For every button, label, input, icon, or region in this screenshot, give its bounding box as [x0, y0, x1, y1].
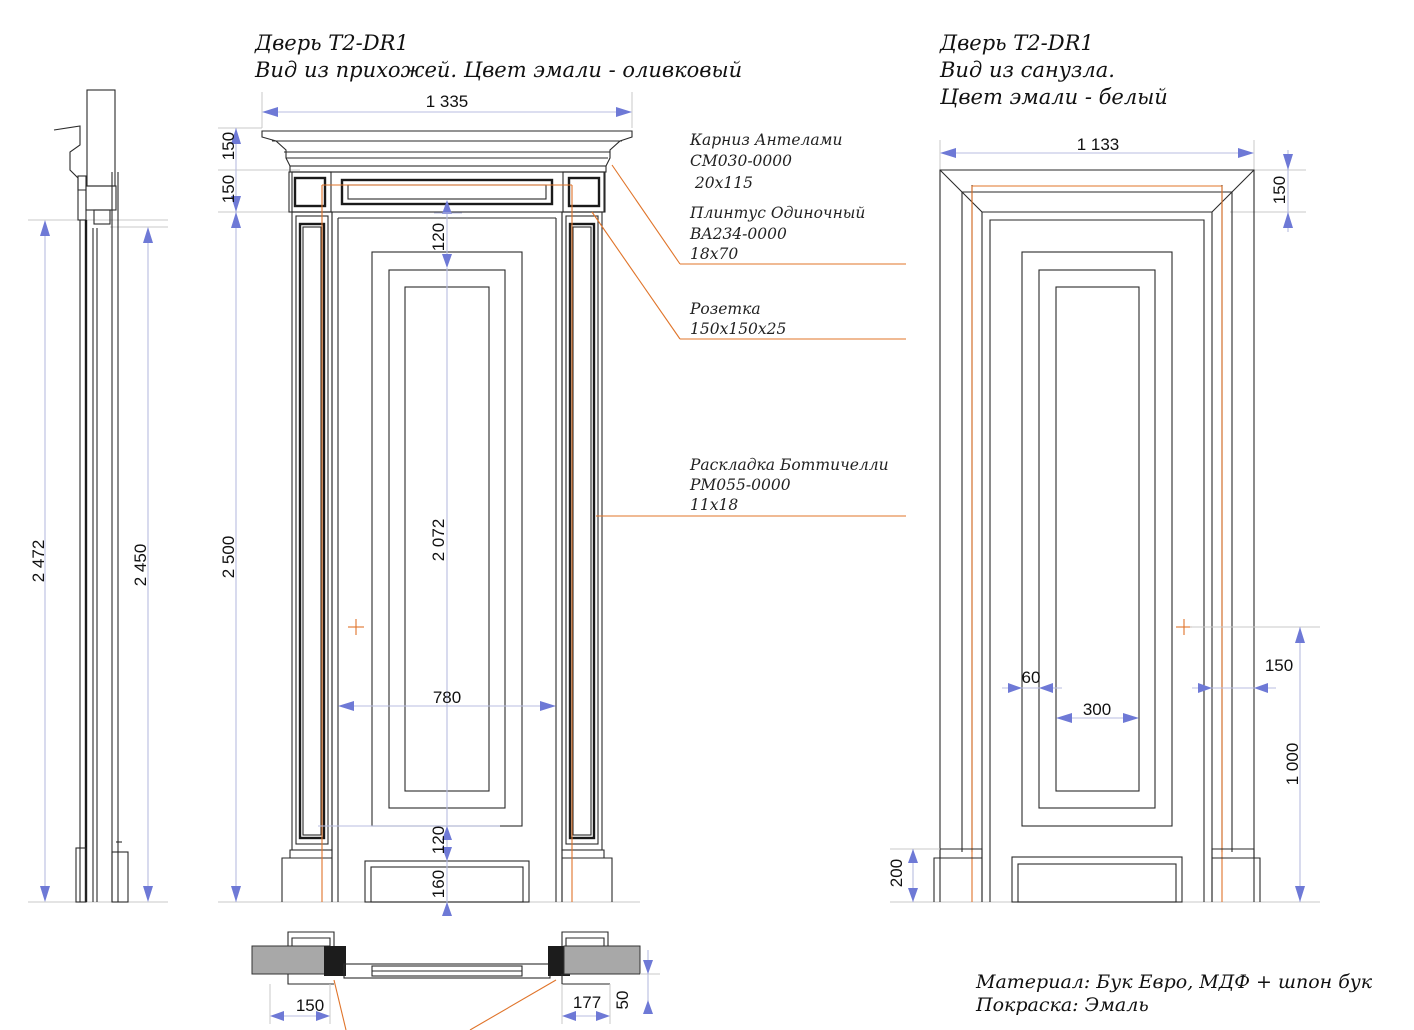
dim-side-total: 2 472 [29, 540, 48, 583]
material-notes: Материал: Бук Евро, МДФ + шпон бук Покра… [975, 971, 1373, 1016]
dim-back-side: 150 [1265, 656, 1293, 675]
dim-side-leaf: 2 450 [131, 544, 150, 587]
dim-back-stile: 60 [1022, 668, 1041, 687]
finish-note: Покраска: Эмаль [975, 994, 1149, 1016]
dim-leaf-width: 780 [433, 688, 461, 707]
front-view-title: Дверь Т2-DR1 [254, 31, 409, 55]
callout-plinth-size: 18x70 [690, 245, 738, 263]
dim-front-band: 150 [219, 175, 238, 203]
dim-plan-left: 150 [296, 996, 324, 1015]
dim-front-cornice: 150 [219, 132, 238, 160]
plan-section: 150 177 50 [251, 931, 660, 1030]
back-view-title: Дверь Т2-DR1 [939, 31, 1094, 55]
callout-cornice-code: CM030-0000 [690, 152, 792, 170]
dim-panel-height: 2 072 [429, 519, 448, 562]
callout-rosette-size: 150x150x25 [690, 320, 786, 338]
back-view: Дверь Т2-DR1 Вид из санузла. Цвет эмали … [887, 31, 1320, 903]
callout-plinth-name: Плинтус Одиночный [689, 204, 865, 222]
dim-front-height: 2 500 [219, 536, 238, 579]
callout-molding-size: 11x18 [690, 496, 738, 514]
front-view-subtitle: Вид из прихожей. Цвет эмали - оливковый [254, 58, 742, 82]
callout-plinth-code: BA234-0000 [689, 225, 787, 243]
dim-bottom-rail: 120 [429, 826, 448, 854]
back-view-subtitle-1: Вид из санузла. [939, 58, 1115, 82]
dim-bottom-panel: 160 [429, 870, 448, 898]
callouts: Карниз Антелами CM030-0000 20x115 Плинту… [591, 131, 906, 517]
callout-molding-code: PM055-0000 [689, 476, 791, 494]
callout-cornice-size: 20x115 [690, 174, 753, 192]
callout-cornice-name: Карниз Антелами [689, 131, 843, 149]
material-note: Материал: Бук Евро, МДФ + шпон бук [975, 971, 1373, 993]
callout-rosette-name: Розетка [689, 300, 761, 318]
dim-top-rail: 120 [429, 223, 448, 251]
dim-back-base: 200 [887, 859, 906, 887]
dim-back-panel: 300 [1083, 700, 1111, 719]
back-view-subtitle-2: Цвет эмали - белый [939, 85, 1168, 109]
front-view: Дверь Т2-DR1 Вид из прихожей. Цвет эмали… [218, 31, 742, 916]
dim-plan-depth: 50 [613, 991, 632, 1010]
callout-molding-name: Раскладка Боттичелли [689, 456, 889, 474]
dim-back-width: 1 133 [1077, 135, 1120, 154]
dim-front-width: 1 335 [426, 92, 469, 111]
dim-back-handle: 1 000 [1283, 743, 1302, 786]
dim-plan-right: 177 [573, 993, 601, 1012]
side-section-view: 2 472 2 450 [28, 89, 168, 903]
dim-back-top: 150 [1270, 176, 1289, 204]
